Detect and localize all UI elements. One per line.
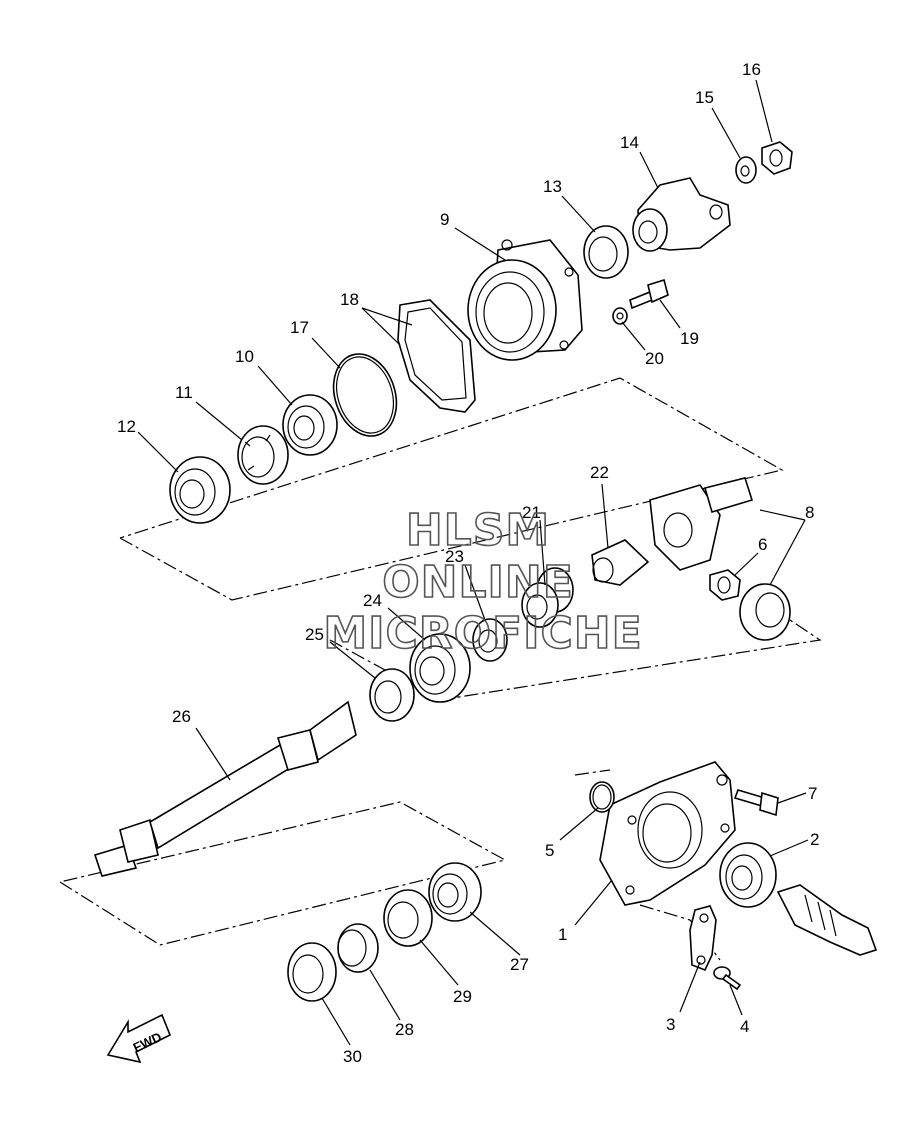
- watermark-line-2: ONLINE: [382, 557, 574, 608]
- callout-27: 27: [510, 955, 529, 974]
- watermark-line-3: MICROFICHE: [323, 608, 642, 659]
- output-shaft: [776, 884, 878, 956]
- part-12-bearing[interactable]: [169, 456, 231, 524]
- callout-20: 20: [645, 349, 664, 368]
- part-3-bracket[interactable]: [689, 905, 717, 972]
- part-23-collar[interactable]: [472, 618, 508, 662]
- callout-28: 28: [395, 1020, 414, 1039]
- part-28-collar[interactable]: [337, 923, 379, 973]
- part-17-o-ring[interactable]: [323, 346, 406, 444]
- callout-12: 12: [117, 417, 136, 436]
- callout-16: 16: [742, 60, 761, 79]
- callout-9: 9: [440, 210, 449, 229]
- part-4-screw[interactable]: [713, 966, 742, 991]
- part-22-spacer[interactable]: [591, 539, 650, 586]
- callout-21: 21: [522, 503, 541, 522]
- part-1-housing[interactable]: [599, 761, 736, 906]
- watermark: HLSM ONLINE MICROFICHE: [323, 504, 643, 660]
- group-box-upper: [119, 377, 784, 601]
- part-8-gear[interactable]: [649, 477, 791, 641]
- callout-7: 7: [808, 784, 817, 803]
- callout-23: 23: [445, 547, 464, 566]
- part-18-shim[interactable]: [397, 299, 476, 413]
- watermark-line-1: HLSM: [406, 505, 550, 556]
- callout-26: 26: [172, 707, 191, 726]
- part-9-housing[interactable]: [467, 239, 583, 361]
- callout-1: 1: [558, 925, 567, 944]
- part-6-nut[interactable]: [709, 569, 741, 601]
- part-25-seal[interactable]: [369, 668, 415, 722]
- callout-18: 18: [340, 290, 359, 309]
- callout-24: 24: [363, 591, 382, 610]
- callout-4: 4: [740, 1017, 749, 1036]
- callout-11: 11: [175, 383, 193, 402]
- part-2-bearing[interactable]: [719, 842, 777, 908]
- part-20-washer[interactable]: [612, 307, 628, 325]
- group-box-lower: [59, 801, 507, 946]
- callout-17: 17: [290, 318, 309, 337]
- callout-3: 3: [666, 1015, 675, 1034]
- part-10-bearing[interactable]: [282, 394, 338, 456]
- callout-5: 5: [545, 841, 554, 860]
- part-16-nut[interactable]: [761, 141, 793, 175]
- callout-8: 8: [805, 503, 814, 522]
- part-11-bearing[interactable]: [237, 425, 289, 485]
- callout-14: 14: [620, 133, 639, 152]
- fwd-arrow-icon: FWD: [106, 1013, 172, 1064]
- leader-lines: [137, 79, 809, 1046]
- part-14-yoke[interactable]: [632, 177, 731, 252]
- callout-19: 19: [680, 329, 699, 348]
- callout-22: 22: [590, 463, 609, 482]
- part-29-bearing[interactable]: [383, 889, 433, 947]
- callout-6: 6: [758, 535, 767, 554]
- callout-2: 2: [810, 830, 819, 849]
- part-5-o-ring[interactable]: [589, 781, 615, 813]
- callout-25: 25: [305, 625, 324, 644]
- part-30-seal[interactable]: [287, 942, 337, 1002]
- part-27-bearing[interactable]: [428, 862, 482, 922]
- callout-labels: 1 2 3 4 5 6 7 8 9 10 11 12 13 14 15 16 1…: [117, 60, 819, 1066]
- part-24-bearing[interactable]: [409, 633, 471, 703]
- callout-13: 13: [543, 177, 562, 196]
- part-13-seal[interactable]: [583, 225, 629, 279]
- callout-30: 30: [343, 1047, 362, 1066]
- part-21-coupling[interactable]: [521, 567, 574, 628]
- part-7-bolt[interactable]: [733, 789, 779, 817]
- callout-10: 10: [235, 347, 254, 366]
- callout-29: 29: [453, 987, 472, 1006]
- part-19-bolt[interactable]: [629, 278, 669, 310]
- callout-15: 15: [695, 88, 714, 107]
- part-15-washer[interactable]: [735, 156, 757, 184]
- part-26-shaft[interactable]: [93, 700, 357, 877]
